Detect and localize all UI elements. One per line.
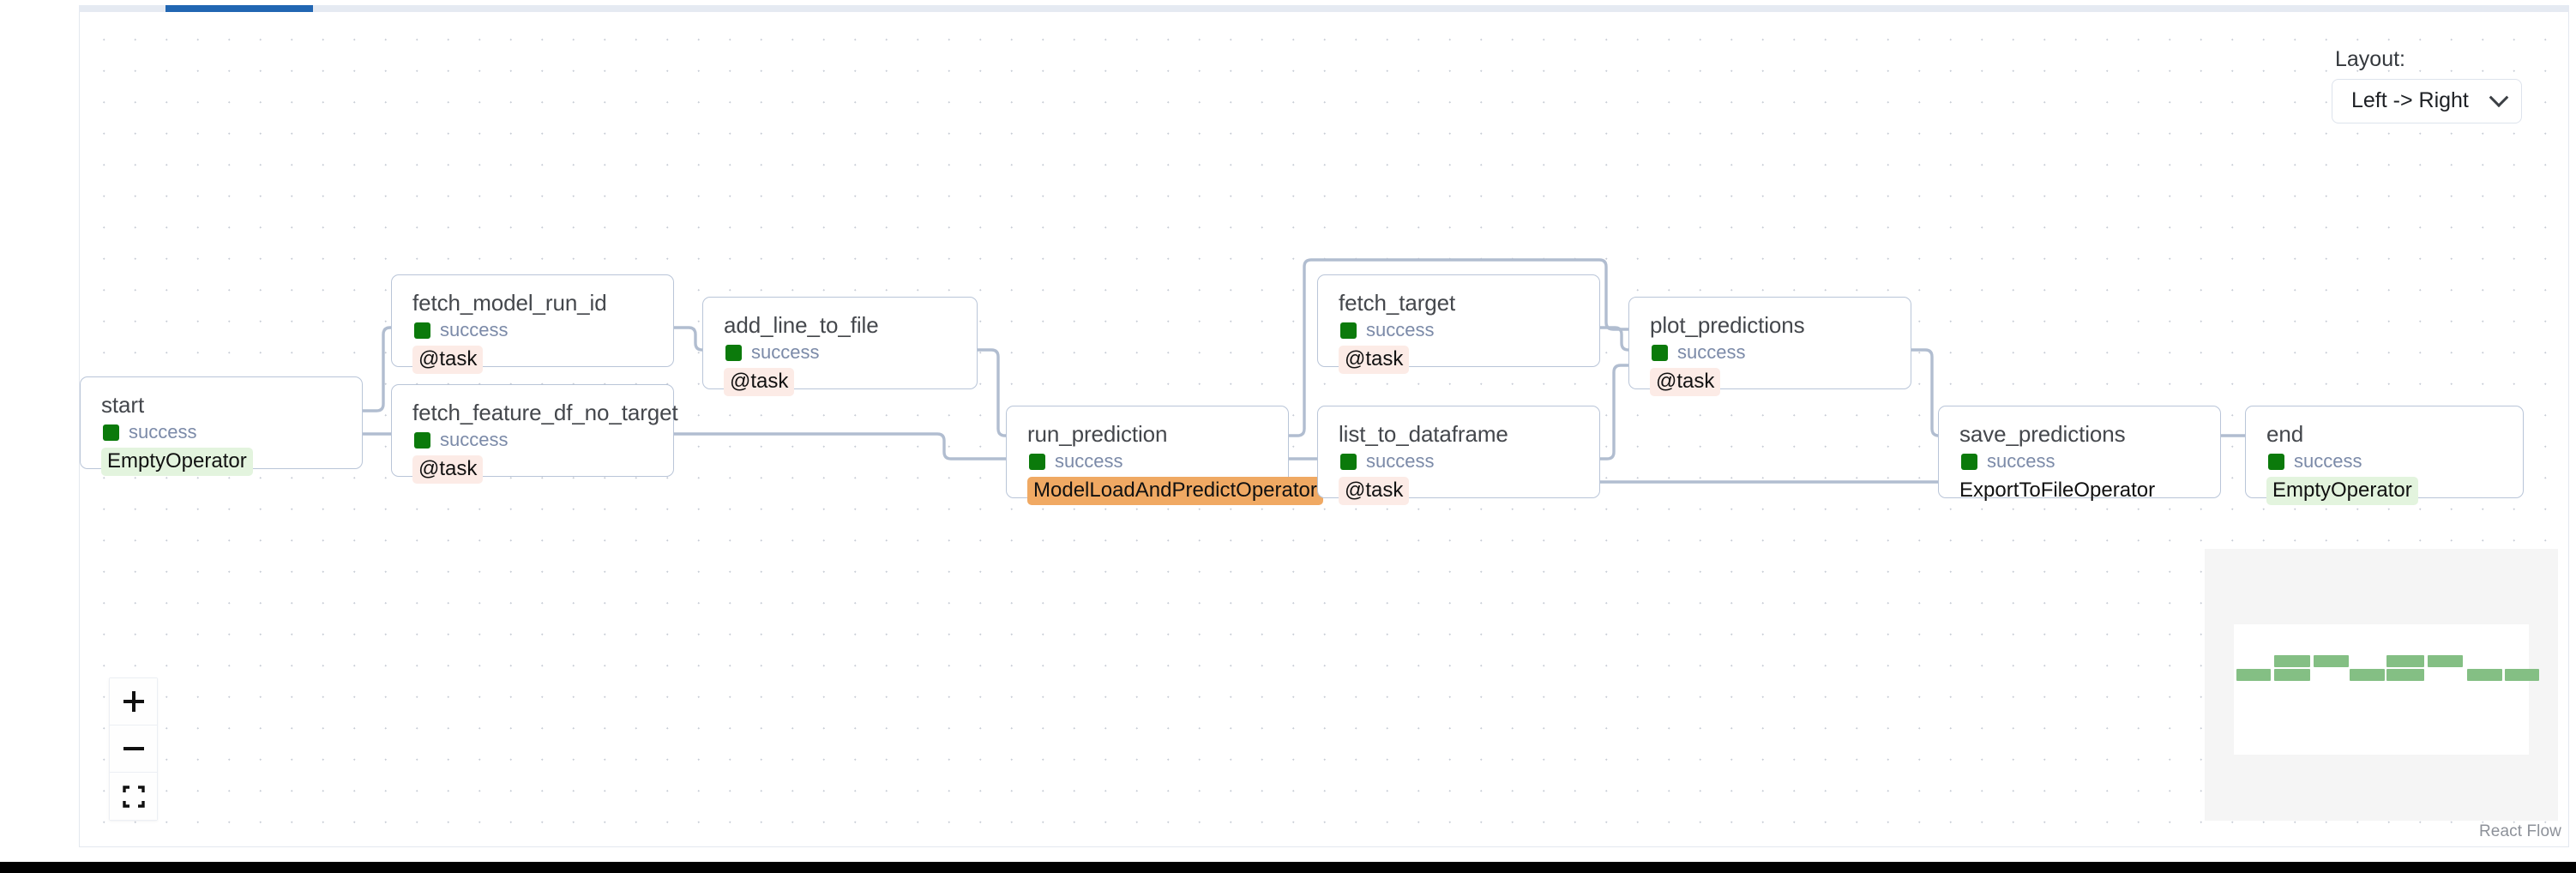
node-title: plot_predictions [1650, 312, 1805, 338]
node-status: success [2268, 452, 2506, 471]
node-operator-badge: @task [1339, 346, 1410, 374]
status-success-icon [1340, 322, 1357, 339]
graph-edge [978, 348, 1007, 437]
node-status: success [1029, 452, 1271, 471]
layout-select[interactable]: Left -> Right [2332, 78, 2522, 123]
node-operator-badge: @task [1339, 477, 1410, 505]
node-status: success [414, 430, 656, 449]
zoom-in-button[interactable] [110, 678, 157, 725]
fit-view-icon [122, 785, 145, 808]
node-title: run_prediction [1027, 421, 1168, 447]
node-operator-badge: EmptyOperator [2266, 477, 2418, 505]
status-success-icon [103, 424, 119, 441]
status-label: success [440, 429, 509, 451]
node-status: success [1961, 452, 2203, 471]
tab-strip [79, 5, 2569, 12]
node-status: success [1340, 452, 1582, 471]
status-label: success [2294, 450, 2362, 473]
status-success-icon [1961, 453, 1977, 470]
minimap-viewport[interactable] [2234, 624, 2529, 755]
graph-edge [363, 326, 392, 412]
graph-edge [1911, 348, 1941, 437]
plus-icon [123, 691, 144, 712]
graph-edge [674, 326, 703, 352]
node-operator-badge: ExportToFileOperator [1959, 479, 2156, 503]
minus-icon [123, 747, 144, 750]
node-title: start [101, 392, 145, 418]
status-label: success [1366, 319, 1435, 341]
minimap-node [2350, 669, 2385, 681]
layout-panel: Layout: Left -> Right [2332, 47, 2522, 123]
minimap-node [2386, 655, 2424, 667]
node-operator-badge: @task [412, 346, 484, 374]
graph-edge [1600, 364, 1628, 461]
active-tab-indicator[interactable] [166, 5, 313, 12]
status-label: success [440, 319, 509, 341]
minimap-node [2505, 669, 2539, 681]
node-operator-badge: @task [724, 368, 795, 396]
node-title: fetch_feature_df_no_target [412, 400, 678, 425]
node-title: end [2266, 421, 2304, 447]
status-success-icon [1340, 453, 1357, 470]
graph-edge [1600, 326, 1629, 352]
status-success-icon [414, 431, 430, 449]
status-success-icon [2268, 453, 2284, 470]
minimap-node [2428, 655, 2463, 667]
node-title: save_predictions [1959, 421, 2126, 447]
node-status: success [414, 321, 656, 340]
status-label: success [1366, 450, 1435, 473]
minimap-node [2274, 669, 2310, 681]
minimap-node [2386, 669, 2424, 681]
status-label: success [1987, 450, 2055, 473]
status-label: success [129, 421, 197, 443]
node-operator-badge: @task [1650, 368, 1721, 396]
status-label: success [751, 341, 820, 364]
node-status: success [103, 423, 345, 442]
chevron-down-icon [2489, 87, 2509, 107]
node-title: add_line_to_file [724, 312, 879, 338]
layout-select-value: Left -> Right [2351, 88, 2469, 112]
minimap[interactable] [2205, 549, 2558, 821]
node-operator-badge: EmptyOperator [101, 448, 253, 476]
status-label: success [1677, 341, 1746, 364]
node-operator-badge: @task [412, 455, 484, 484]
zoom-controls [109, 677, 158, 821]
status-success-icon [1652, 344, 1668, 361]
node-status: success [1652, 343, 1893, 362]
node-title: fetch_model_run_id [412, 290, 607, 316]
status-success-icon [1029, 453, 1045, 470]
reactflow-attribution[interactable]: React Flow [2478, 822, 2561, 840]
minimap-node [2467, 669, 2502, 681]
layout-label: Layout: [2335, 47, 2406, 71]
node-operator-badge: ModelLoadAndPredictOperator [1027, 477, 1323, 505]
status-success-icon [414, 322, 430, 339]
minimap-node [2274, 655, 2310, 667]
node-status: success [1340, 321, 1582, 340]
node-title: list_to_dataframe [1339, 421, 1508, 447]
status-label: success [1055, 450, 1123, 473]
fit-view-button[interactable] [110, 773, 157, 820]
node-title: fetch_target [1339, 290, 1456, 316]
node-status: success [725, 343, 960, 362]
graph-edge [674, 432, 1006, 461]
minimap-node [2236, 669, 2271, 681]
status-success-icon [725, 344, 742, 361]
minimap-node [2314, 655, 2349, 667]
zoom-out-button[interactable] [110, 725, 157, 773]
